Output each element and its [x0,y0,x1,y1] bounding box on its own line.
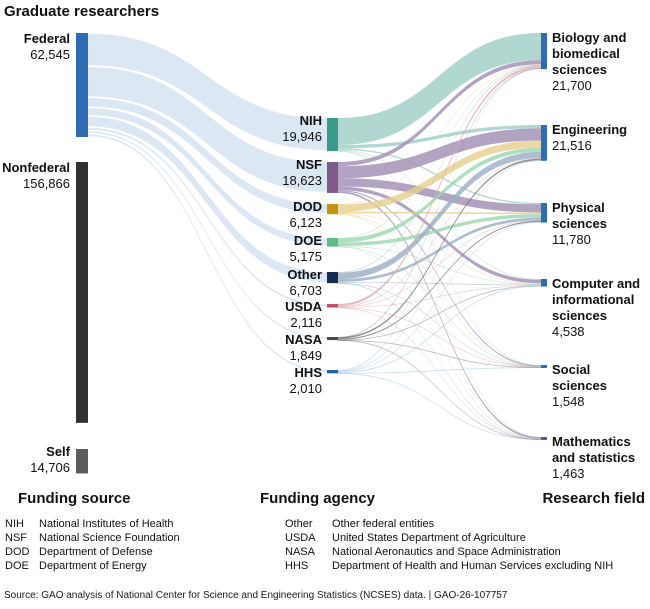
legend-name: Department of Defense [39,546,153,558]
sankey-node-eng [541,125,547,161]
node-value: 6,123 [289,215,322,230]
column-header-funding-source: Funding source [18,490,131,507]
node-value: 11,780 [552,232,591,247]
sankey-node-federal [76,33,88,138]
legend-row-usda: USDA United States Department of Agricult… [285,531,526,545]
legend-row-hhs: HHS Department of Health and Human Servic… [285,559,613,573]
node-value: 2,010 [289,381,322,396]
node-label-nasa: NASA 1,849 [192,332,322,364]
legend-abbr: NASA [285,546,315,558]
node-value: 14,706 [30,460,70,475]
node-label-nsf: NSF 18,623 [192,157,322,189]
legend-abbr: Other [285,518,313,530]
node-value: 5,175 [289,249,322,264]
legend-abbr: DOD [5,546,30,558]
node-label-doe: DOE 5,175 [192,233,322,265]
sankey-node-dod [327,204,338,215]
legend-abbr: HHS [285,560,309,572]
node-value: 1,548 [552,394,585,409]
sankey-node-doe [327,238,338,247]
node-label-usda: USDA 2,116 [192,299,322,331]
node-label-self: Self 14,706 [0,444,70,476]
chart-title: Graduate researchers [4,3,160,20]
legend-name: Other federal entities [332,518,435,530]
column-header-research-field: Research field [542,490,645,507]
node-label-nih: NIH 19,946 [192,113,322,145]
node-value: 19,946 [282,129,322,144]
legend-abbr: NIH [5,518,24,530]
node-value: 1,463 [552,466,585,481]
sankey-node-math [541,437,547,440]
node-label-computer: Computer and informational sciences 4,53… [552,276,648,340]
node-value: 62,545 [30,47,70,62]
node-label-biology: Biology and biomedical sciences 21,700 [552,30,648,94]
sankey-node-nih [327,118,338,152]
node-value: 1,849 [289,348,322,363]
legend-row-nasa: NASA National Aeronautics and Space Admin… [285,545,561,559]
legend-row-nsf: NSF National Science Foundation [5,531,180,545]
sankey-node-bio [541,33,547,70]
node-value: 4,538 [552,324,585,339]
node-label-hhs: HHS 2,010 [192,365,322,397]
legend-name: Department of Health and Human Services … [332,560,614,572]
node-label-physical: Physical sciences 11,780 [552,200,648,248]
sankey-node-nsf [327,162,338,193]
node-label-dod: DOD 6,123 [192,199,322,231]
sankey-node-nonfederal [76,162,88,423]
legend-name: National Science Foundation [39,532,180,544]
legend-abbr: NSF [5,532,27,544]
node-value: 156,866 [23,176,70,191]
source-line: Source: GAO analysis of National Center … [4,590,508,601]
node-label-other: Other 6,703 [192,267,322,299]
legend-row-doe: DOE Department of Energy [5,559,147,573]
sankey-node-hhs [327,370,338,374]
sankey-node-usda [327,304,338,308]
node-label-federal: Federal 62,545 [0,31,70,63]
legend-name: National Aeronautics and Space Administr… [332,546,561,558]
legend-row-other: Other Other federal entities [285,517,434,531]
legend-name: Department of Energy [39,560,147,572]
sankey-node-soc [541,365,547,368]
node-value: 2,116 [290,315,322,330]
sankey-node-phys [541,203,547,223]
legend-abbr: USDA [285,532,316,544]
sankey-node-nasa [327,337,338,341]
sankey-node-cs [541,279,547,287]
node-label-engineering: Engineering 21,516 [552,122,648,154]
legend-name: United States Department of Agriculture [332,532,526,544]
node-value: 21,700 [552,78,592,93]
node-value: 6,703 [289,283,322,298]
sankey-node-self [76,449,88,474]
node-label-mathematics: Mathematics and statistics 1,463 [552,434,648,482]
legend-abbr: DOE [5,560,29,572]
legend-name: National Institutes of Health [39,518,174,530]
column-header-funding-agency: Funding agency [260,490,376,507]
node-value: 18,623 [282,173,322,188]
legend-row-nih: NIH National Institutes of Health [5,517,174,531]
node-label-social: Social sciences 1,548 [552,362,648,410]
legend-row-dod: DOD Department of Defense [5,545,153,559]
node-label-nonfederal: Nonfederal 156,866 [0,160,70,192]
sankey-node-other [327,272,338,284]
node-value: 21,516 [552,138,592,153]
